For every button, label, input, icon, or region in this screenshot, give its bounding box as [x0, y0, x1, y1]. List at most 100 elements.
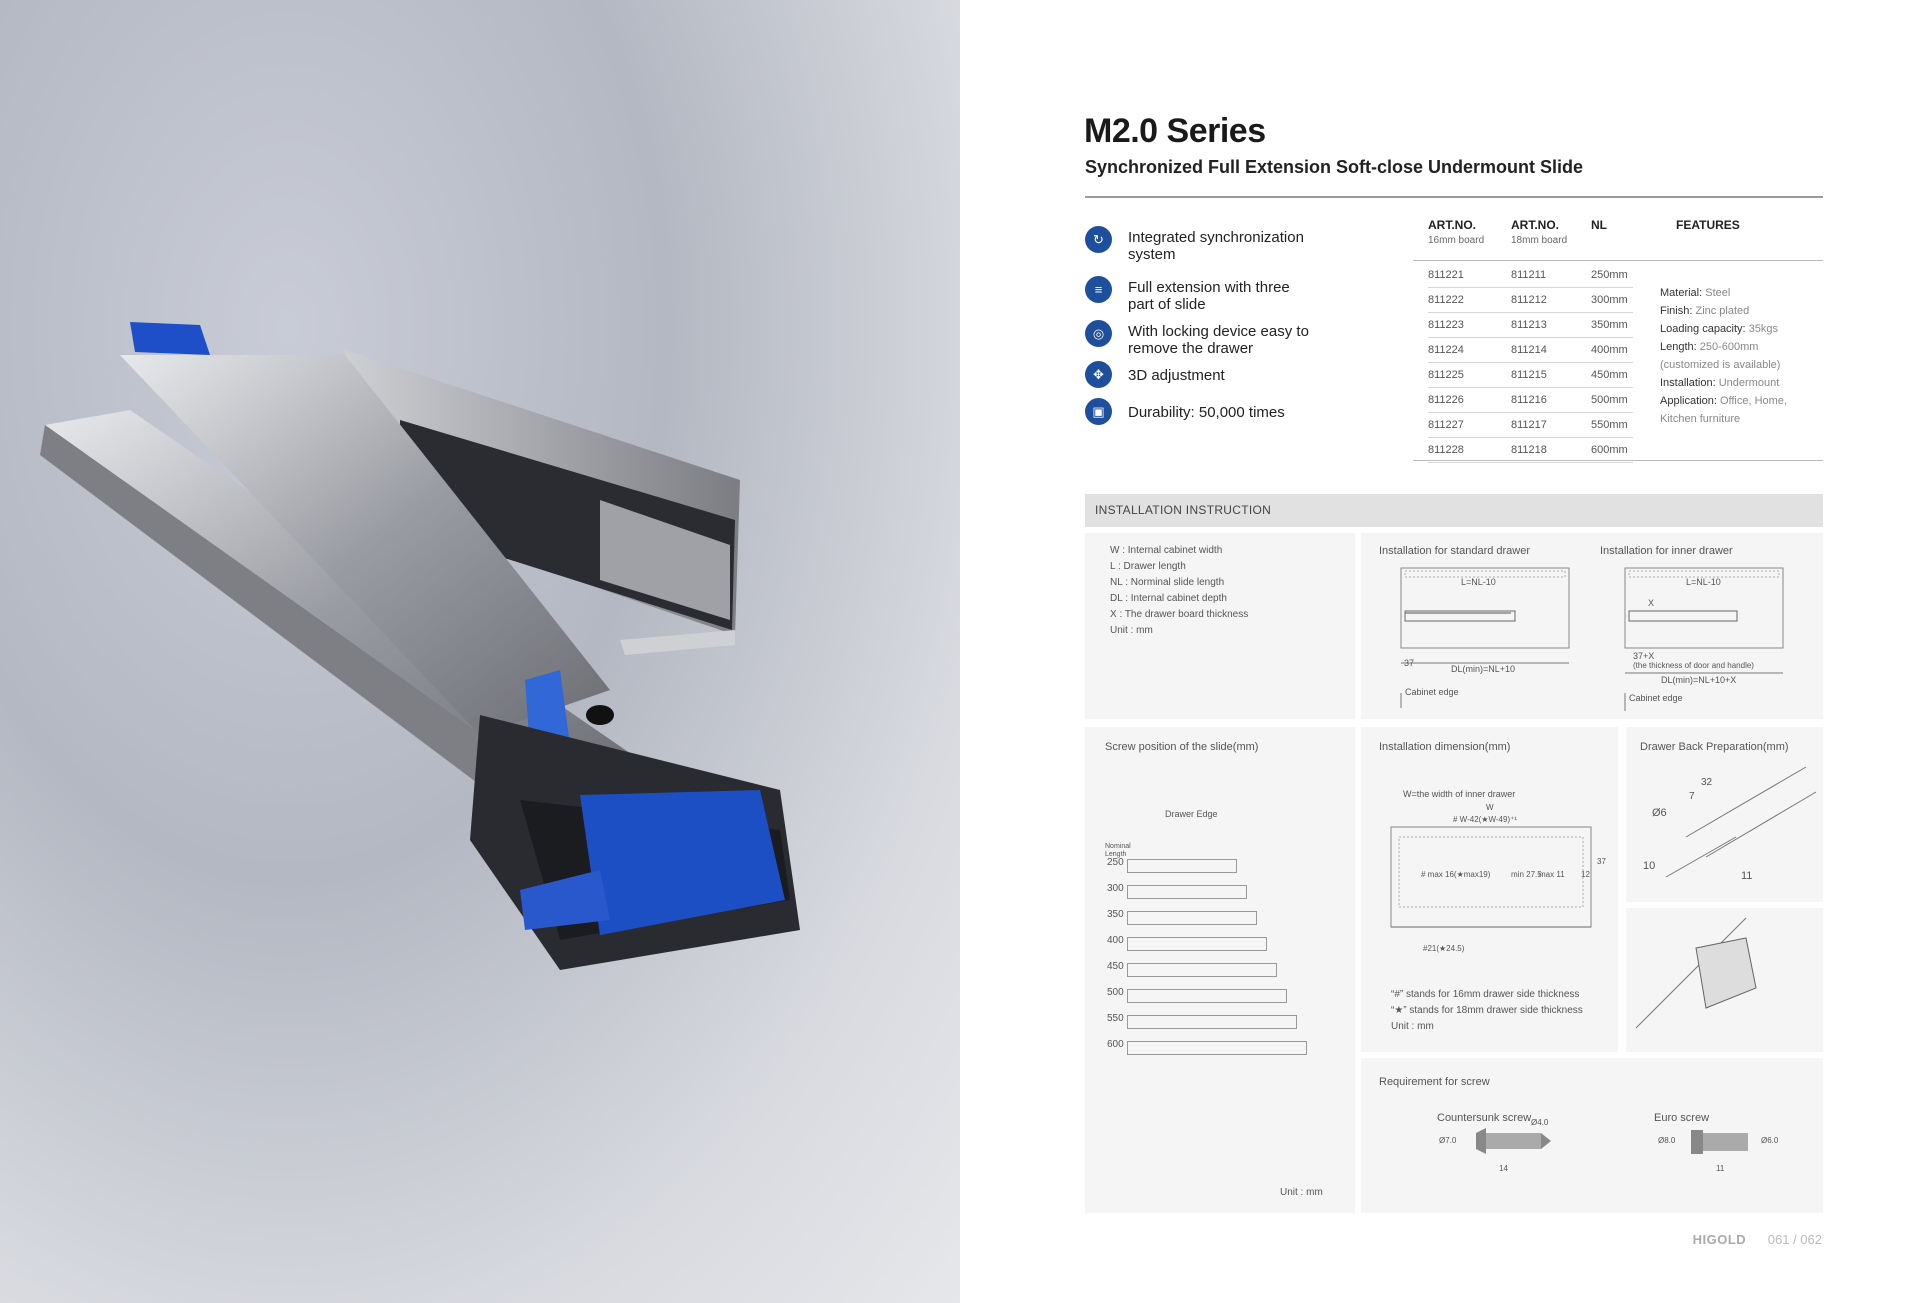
- table-row: 811228 811218 600mm: [1428, 438, 1633, 463]
- note-line: “★” stands for 18mm drawer side thicknes…: [1391, 1005, 1583, 1016]
- panel-title: Installation dimension(mm): [1379, 741, 1511, 753]
- legend-item: Unit : mm: [1110, 625, 1153, 636]
- feature-value: Undermount: [1718, 377, 1780, 389]
- feature-item: ≡ Full extension with three part of slid…: [1085, 276, 1298, 313]
- dimension-diagram: [1390, 826, 1592, 928]
- page-subtitle: Synchronized Full Extension Soft-close U…: [1085, 157, 1584, 177]
- page-title: M2.0 Series: [1084, 112, 1266, 150]
- section-header: INSTALLATION INSTRUCTION: [1085, 494, 1823, 527]
- feature-value: 35kgs: [1748, 323, 1779, 335]
- feature-line: Application: Office, Home,: [1660, 392, 1830, 410]
- length-label: 600: [1107, 1039, 1124, 1050]
- table-cell: 600mm: [1591, 444, 1628, 456]
- page-numbers: 061 / 062: [1767, 1232, 1822, 1247]
- table-divider: [1413, 460, 1823, 461]
- hardware-panel: [1626, 908, 1823, 1052]
- slide-bar: [1127, 1041, 1307, 1055]
- table-cell: 811211: [1511, 269, 1547, 281]
- feature-line: Loading capacity: 35kgs: [1660, 320, 1830, 338]
- col-subheader: 16mm board: [1428, 235, 1485, 246]
- lock-icon: ◎: [1085, 320, 1112, 347]
- feature-item: ◎ With locking device easy to remove the…: [1085, 320, 1328, 357]
- extension-icon: ≡: [1085, 276, 1112, 303]
- feature-line: Installation: Undermount: [1660, 374, 1830, 392]
- panel-title: Screw position of the slide(mm): [1105, 741, 1259, 753]
- feature-value: Kitchen furniture: [1660, 413, 1741, 425]
- col-subheader: 18mm board: [1511, 235, 1568, 246]
- panel-title: Drawer Back Preparation(mm): [1640, 741, 1789, 753]
- length-label: 400: [1107, 935, 1124, 946]
- hardware-diagram: [1635, 917, 1757, 1029]
- slide-bar: [1127, 911, 1257, 925]
- length-label: 550: [1107, 1013, 1124, 1024]
- table-cell: 811222: [1428, 294, 1464, 306]
- table-cell: 811223: [1428, 319, 1464, 331]
- legend-item: NL : Norminal slide length: [1110, 577, 1225, 588]
- screw-position-panel: Screw position of the slide(mm) Drawer E…: [1085, 727, 1355, 1213]
- feature-value: 250-600mm: [1699, 341, 1759, 353]
- legend-item: X : The drawer board thickness: [1110, 609, 1249, 620]
- feature-value: Zinc plated: [1695, 305, 1750, 317]
- legend-item: L : Drawer length: [1110, 561, 1186, 572]
- slide-bar: [1127, 885, 1247, 899]
- adjust-icon: ✥: [1085, 361, 1112, 388]
- legend-panel: W : Internal cabinet width L : Drawer len…: [1085, 533, 1355, 719]
- feature-line: Finish: Zinc plated: [1660, 302, 1830, 320]
- note-line: Unit : mm: [1391, 1021, 1434, 1032]
- table-cell: 550mm: [1591, 419, 1628, 431]
- legend-item: DL : Internal cabinet depth: [1110, 593, 1227, 604]
- durability-icon: ▣: [1085, 398, 1112, 425]
- slide-illustration: [40, 322, 800, 970]
- table-divider: [1413, 260, 1823, 261]
- feature-key: Loading capacity:: [1660, 323, 1746, 335]
- table-cell: 400mm: [1591, 344, 1628, 356]
- feature-item: ↻ Integrated synchronization system: [1085, 226, 1328, 263]
- divider: [1085, 196, 1823, 198]
- col-header: ART.NO.: [1511, 218, 1559, 232]
- table-row: 811221 811211 250mm: [1428, 263, 1633, 288]
- slide-bar: [1127, 937, 1267, 951]
- table-cell: 450mm: [1591, 369, 1628, 381]
- installation-drawer-panel: Installation for standard drawer Install…: [1361, 533, 1823, 719]
- feature-key: Length:: [1660, 341, 1697, 353]
- legend-list: W : Internal cabinet width L : Drawer len…: [1110, 543, 1248, 639]
- installation-dimension-panel: Installation dimension(mm) W=the width o…: [1361, 727, 1618, 1052]
- table-cell: 250mm: [1591, 269, 1628, 281]
- length-label: 450: [1107, 961, 1124, 972]
- table-cell: 811221: [1428, 269, 1464, 281]
- table-cell: 811228: [1428, 444, 1464, 456]
- screw-requirement-panel: Requirement for screw Countersunk screw …: [1361, 1058, 1823, 1213]
- table-cell: 500mm: [1591, 394, 1628, 406]
- length-label: 500: [1107, 987, 1124, 998]
- legend-item: W : Internal cabinet width: [1110, 545, 1223, 556]
- slide-bar: [1127, 963, 1277, 977]
- feature-line: (customized is available): [1660, 356, 1830, 374]
- slide-bar: [1127, 989, 1287, 1003]
- col-header: FEATURES: [1676, 218, 1740, 232]
- slide-bar: [1127, 859, 1237, 873]
- length-label: 300: [1107, 883, 1124, 894]
- table-cell: 300mm: [1591, 294, 1628, 306]
- table-cell: 811215: [1511, 369, 1547, 381]
- table-cell: 811218: [1511, 444, 1547, 456]
- feature-line: Material: Steel: [1660, 284, 1830, 302]
- table-cell: 811216: [1511, 394, 1547, 406]
- feature-key: Installation:: [1660, 377, 1716, 389]
- table-cell: 811213: [1511, 319, 1547, 331]
- sync-icon: ↻: [1085, 226, 1112, 253]
- panel-title: Installation for standard drawer: [1379, 545, 1531, 557]
- panel-title: Installation for inner drawer: [1600, 545, 1733, 557]
- product-photo: [0, 0, 960, 1303]
- length-label: 350: [1107, 909, 1124, 920]
- feature-item: ✥ 3D adjustment: [1085, 361, 1328, 388]
- feature-line: Length: 250-600mm: [1660, 338, 1830, 356]
- feature-value: (customized is available): [1660, 359, 1781, 371]
- feature-key: Material:: [1660, 287, 1703, 299]
